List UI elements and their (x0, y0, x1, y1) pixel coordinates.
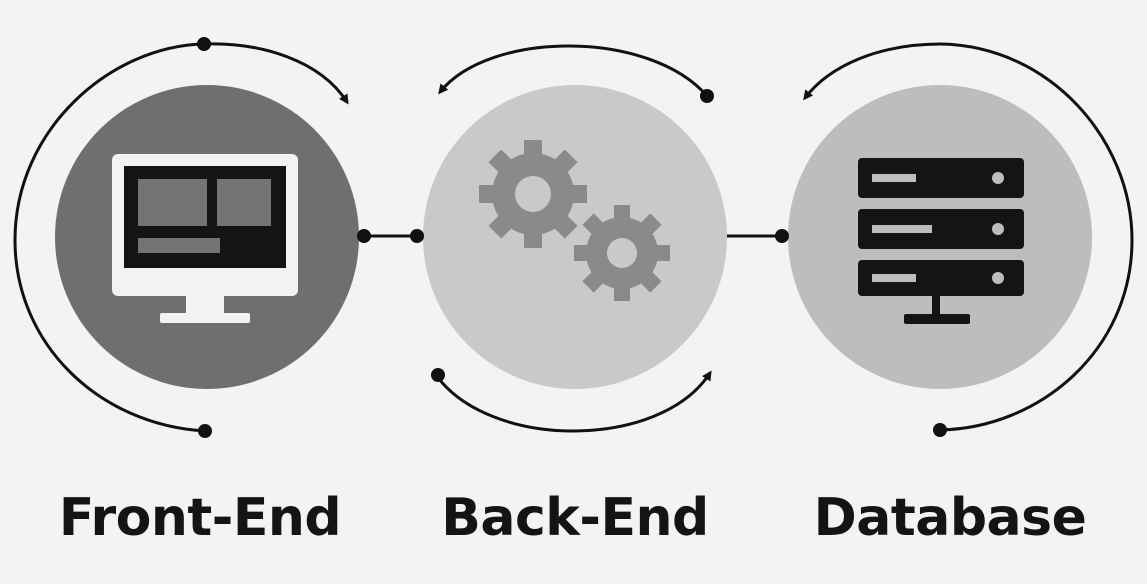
database-top-arrow (803, 42, 942, 101)
connector-frontend-backend (357, 229, 424, 243)
frontend-label: Front-End (58, 488, 342, 548)
backend-circle (423, 85, 727, 389)
connector-backend-database (727, 229, 789, 243)
gears-icon (479, 140, 670, 301)
database-label: Database (813, 488, 1087, 548)
frontend-cycle-arrows (13, 37, 349, 438)
frontend-top-arrow (203, 42, 349, 105)
backend-label: Back-End (441, 488, 709, 548)
backend-top-arrow (438, 44, 709, 97)
server-icon (858, 158, 1024, 324)
monitor-icon (112, 154, 298, 323)
database-outer-arc (939, 42, 1134, 432)
backend-cycle-arrows (431, 44, 714, 433)
frontend-outer-arc (13, 42, 206, 433)
database-cycle-arrows (803, 42, 1134, 437)
backend-bottom-arrow (434, 370, 712, 433)
